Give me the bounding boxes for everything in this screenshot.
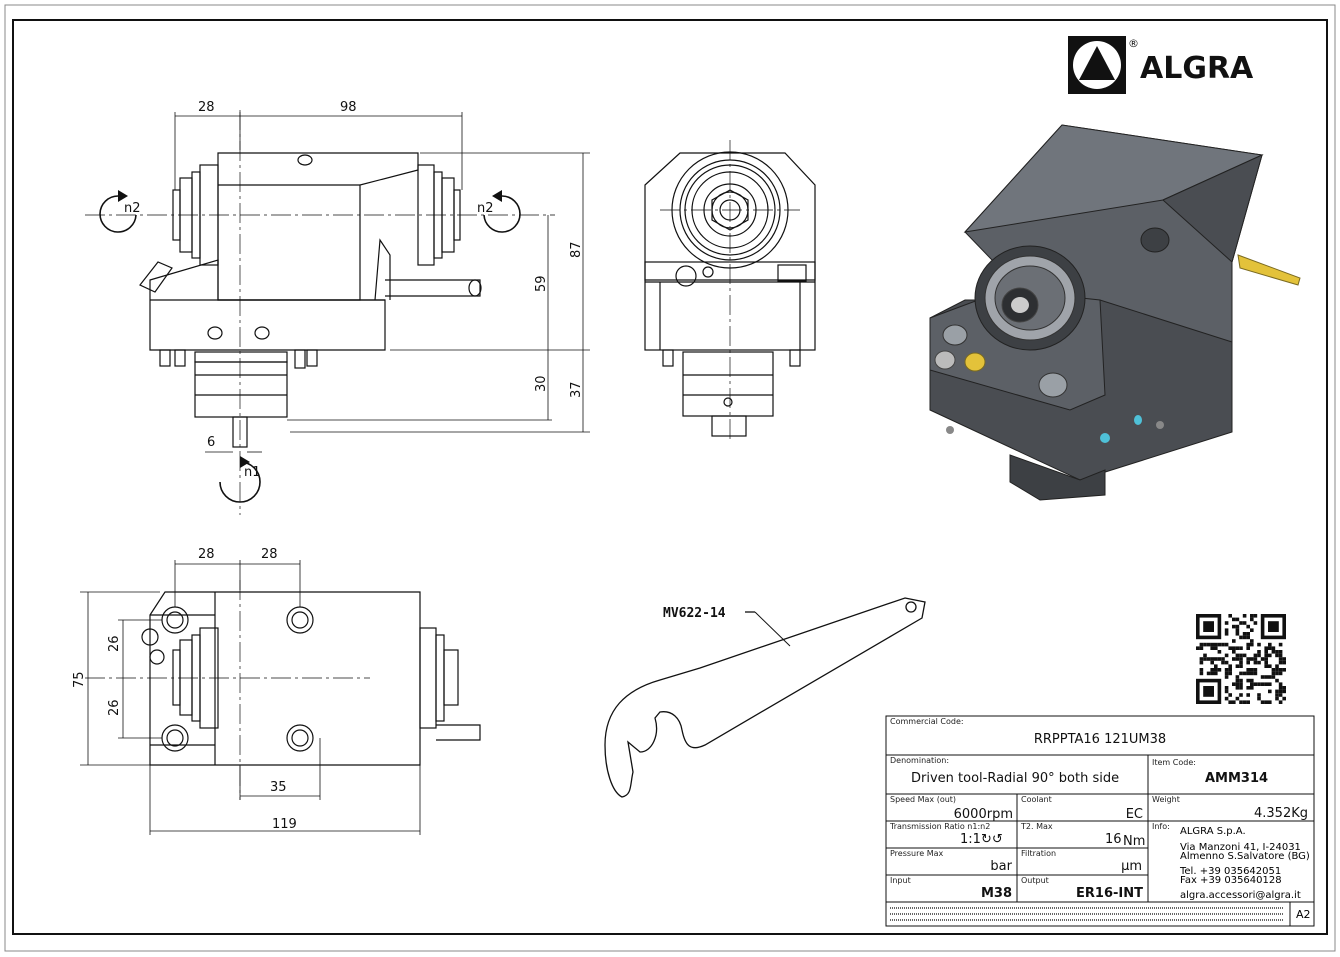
dim-119-top: 119	[272, 817, 297, 832]
dim-75-top: 75	[72, 671, 87, 688]
pressure-label: Pressure Max	[890, 849, 944, 858]
dim-59-front: 59	[534, 275, 549, 292]
input-label: Input	[890, 876, 911, 885]
torque-label: T2. Max	[1020, 822, 1053, 831]
info-company: ALGRA S.p.A.	[1180, 826, 1246, 837]
info-tel: Tel. +39 035642051	[1179, 866, 1281, 877]
brand-name: ALGRA	[1140, 51, 1254, 86]
sheet-size: A2	[1296, 908, 1311, 921]
rotation-n1-label: n1	[244, 465, 261, 480]
front-view	[85, 110, 550, 515]
info-email: algra.accessori@algra.it	[1180, 890, 1301, 901]
coolant-label: Coolant	[1021, 795, 1052, 804]
info-address-line1: Via Manzoni 41, I-24031	[1180, 842, 1301, 853]
speed-label: Speed Max (out)	[890, 795, 956, 804]
item-code-label: Item Code:	[1152, 758, 1196, 767]
top-view-dimensions	[80, 560, 421, 835]
denomination-value: Driven tool-Radial 90° both side	[911, 771, 1119, 786]
dim-35-top: 35	[270, 780, 287, 795]
output-label: Output	[1021, 876, 1049, 885]
front-view-dimension-labels: 28 98 87 59 30 37 6	[198, 100, 584, 450]
commercial-code-value: RRPPTA16 121UM38	[1034, 732, 1166, 747]
rotation-n1: n1	[219, 456, 261, 503]
hook-wrench: MV622-14	[604, 597, 926, 798]
ratio-direction-symbols: ↻↺	[981, 832, 1003, 847]
output-value: ER16-INT	[1076, 886, 1143, 901]
rotation-n2-right: n2	[477, 190, 521, 233]
front-view-dimensions	[174, 112, 590, 453]
ratio-value: 1:1	[960, 832, 981, 847]
pressure-unit: bar	[990, 859, 1012, 874]
filtration-label: Filtration	[1021, 849, 1056, 858]
qr-code	[1196, 614, 1286, 704]
info-fax: Fax +39 035640128	[1180, 875, 1282, 886]
dim-28-top-a: 28	[198, 547, 215, 562]
dim-30-front: 30	[534, 375, 549, 392]
input-value: M38	[981, 886, 1012, 901]
weight-label: Weight	[1152, 795, 1180, 804]
dim-37-front: 37	[569, 381, 584, 398]
top-view	[85, 580, 481, 800]
rotation-n2-left: n2	[99, 190, 141, 233]
registered-mark: ®	[1128, 37, 1139, 50]
algra-logo: ALGRA ®	[1068, 36, 1254, 94]
dim-28-top-b: 28	[261, 547, 278, 562]
title-block: Commercial Code: RRPPTA16 121UM38 Denomi…	[885, 715, 1315, 927]
commercial-code-label: Commercial Code:	[890, 717, 964, 726]
rotation-n2-left-label: n2	[124, 201, 141, 216]
ratio-label: Transmission Ratio n1:n2	[889, 822, 990, 831]
speed-value: 6000rpm	[954, 807, 1013, 822]
dim-28-front: 28	[198, 100, 215, 115]
dim-87-front: 87	[569, 241, 584, 258]
weight-value: 4.352Kg	[1254, 806, 1308, 821]
torque-value: 16	[1105, 832, 1122, 847]
dim-98-front: 98	[340, 100, 357, 115]
coolant-value: EC	[1126, 807, 1143, 822]
top-view-dimension-labels: 28 28 75 26 26 35 119	[72, 547, 297, 832]
info-address-line2: Almenno S.Salvatore (BG)	[1180, 851, 1310, 862]
filtration-unit: µm	[1121, 859, 1142, 874]
torque-unit: Nm	[1123, 834, 1145, 849]
side-view	[644, 140, 816, 440]
wrench-label: MV622-14	[663, 606, 726, 621]
dim-26-top-b: 26	[107, 699, 122, 716]
rotation-n2-right-label: n2	[477, 201, 494, 216]
info-label: Info:	[1152, 822, 1170, 831]
dim-6-front: 6	[207, 435, 215, 450]
dim-26-top-a: 26	[107, 635, 122, 652]
isometric-view	[929, 124, 1301, 501]
denomination-label: Denomination:	[890, 756, 949, 765]
item-code-value: AMM314	[1205, 771, 1268, 786]
